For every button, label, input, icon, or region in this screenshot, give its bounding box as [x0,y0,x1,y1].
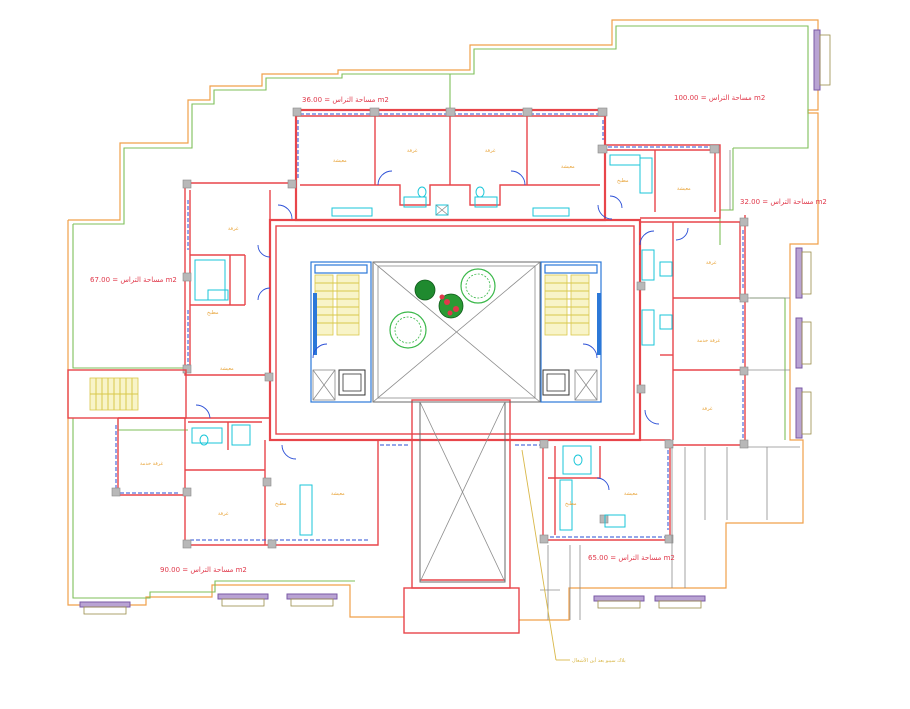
terrace-area-left: مساحة التراس = 67.00 m2 [90,276,177,284]
door-swings [195,170,689,491]
room-label: غرفة خدمة [697,338,720,344]
room-label: مطبخ [617,178,629,184]
windows [115,113,744,541]
terrace-area-bottom-right: مساحة التراس = 65.00 m2 [588,554,675,562]
columns [111,107,749,549]
stair-right [540,261,602,403]
room-label: معيشة [624,491,638,497]
stair-left-outer [67,369,187,419]
room-label: مطبخ [565,501,577,507]
room-label: معيشة [677,186,691,192]
terrace-area-bottom-left: مساحة التراس = 90.00 m2 [160,566,247,574]
area-labels: مساحة التراس = 36.00 m2 مساحة التراس = 1… [90,94,827,664]
dimension-lines [521,150,800,661]
room-label: معيشة [331,491,345,497]
courtyard [372,261,541,583]
room-label: غرفة [702,406,713,412]
stair-left [310,261,372,403]
plant-decor [389,268,496,349]
balcony-planters [79,29,831,615]
room-label: غرفة [407,148,418,154]
sanitary-fixtures [191,154,673,536]
room-label: معيشة [220,366,234,372]
room-label: غرفة خدمة [140,461,163,467]
room-labels: معيشة غرفة غرفة معيشة مطبخ معيشة غرفة مط… [140,148,720,517]
room-label: غرفة [228,226,239,232]
room-label: مطبخ [275,501,287,507]
room-label: غرفة [218,511,229,517]
room-label: غرفة [485,148,496,154]
terrace-area-top-right: مساحة التراس = 100.00 m2 [674,94,765,102]
room-label: معيشة [333,158,347,164]
leader-note: بلاك سيبو بعد أين الأشغال [572,657,626,664]
room-label: معيشة [561,164,575,170]
room-label: غرفة [706,260,717,266]
room-label: مطبخ [207,310,219,316]
terrace-area-top: مساحة التراس = 36.00 m2 [302,96,389,104]
terrace-area-right: مساحة التراس = 32.00 m2 [740,198,827,206]
walls [117,108,746,634]
